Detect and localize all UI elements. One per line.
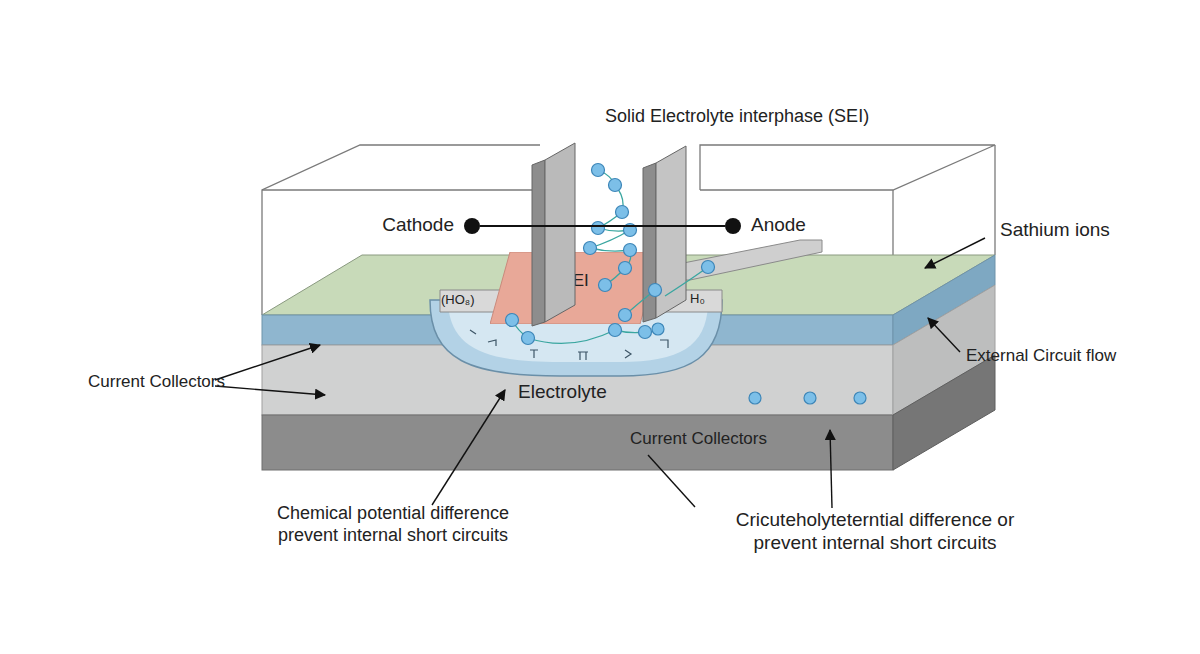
sei-text-holder: SEI [490, 252, 660, 324]
sei-region [490, 252, 660, 324]
dark-layer-side [893, 355, 995, 470]
right-back-bar [658, 240, 822, 280]
leader-line [925, 238, 985, 268]
electrolyte-glyphs [470, 330, 668, 360]
ion [616, 206, 629, 219]
ion [804, 392, 816, 404]
ion-path [512, 170, 708, 343]
sei-layer: SEI [490, 252, 660, 324]
ion [749, 392, 761, 404]
part-label: Current Collectors [630, 429, 767, 449]
circuit-label: External Circuit flow [966, 346, 1116, 366]
ion [619, 262, 632, 275]
wireframe-edge [994, 145, 995, 255]
leader-line [830, 430, 832, 508]
ion [639, 326, 652, 339]
anode-plate [656, 146, 686, 318]
ion [652, 323, 664, 335]
right-ledge [658, 290, 722, 312]
ion [522, 332, 535, 345]
note-text: Chemical potential difference prevent in… [248, 503, 538, 546]
part-label: Electrolyte [518, 381, 607, 404]
ion [506, 314, 519, 327]
ion [592, 164, 605, 177]
formula-label: H₀ [690, 291, 705, 307]
ion [599, 279, 612, 292]
leader-line [432, 390, 505, 505]
cathode-plate-edge [532, 160, 545, 326]
ion [592, 222, 605, 235]
ion-label: Sathium ions [1000, 219, 1110, 242]
part-label: Current Collectors [88, 372, 225, 392]
ion [702, 261, 715, 274]
anode-terminal: Anode [725, 218, 741, 234]
anode-plate-edge [643, 163, 656, 322]
wireframe-edge [892, 190, 893, 315]
dark-base-layer [262, 415, 893, 470]
cathode-plate [545, 143, 575, 322]
ion [649, 284, 662, 297]
note-text: Cricuteholyteterntial difference or prev… [705, 509, 1045, 555]
ion [609, 324, 622, 337]
ion [619, 309, 632, 322]
wireframe-box [700, 145, 995, 190]
leader-line [215, 386, 325, 395]
ion [624, 244, 637, 257]
leader-line [648, 455, 695, 507]
wireframe-edge [262, 189, 535, 190]
cathode-terminal: Cathode [464, 218, 480, 234]
ion [624, 224, 637, 237]
blue-layer-side [893, 255, 995, 345]
ion [584, 242, 597, 255]
terminal-label: Cathode [382, 214, 454, 237]
ion [854, 392, 866, 404]
leader-line [928, 318, 960, 352]
gray-layer [262, 345, 893, 415]
sei-label: SEI [561, 271, 588, 291]
terminal-label: Anode [751, 214, 806, 237]
ion [609, 179, 622, 192]
wireframe-box [262, 145, 540, 315]
connector-line [480, 225, 725, 227]
formula-label: (HO₈) [441, 292, 475, 308]
diagram-title: Solid Electrolyte interphase (SEI) [605, 106, 869, 128]
leader-line [215, 345, 320, 380]
